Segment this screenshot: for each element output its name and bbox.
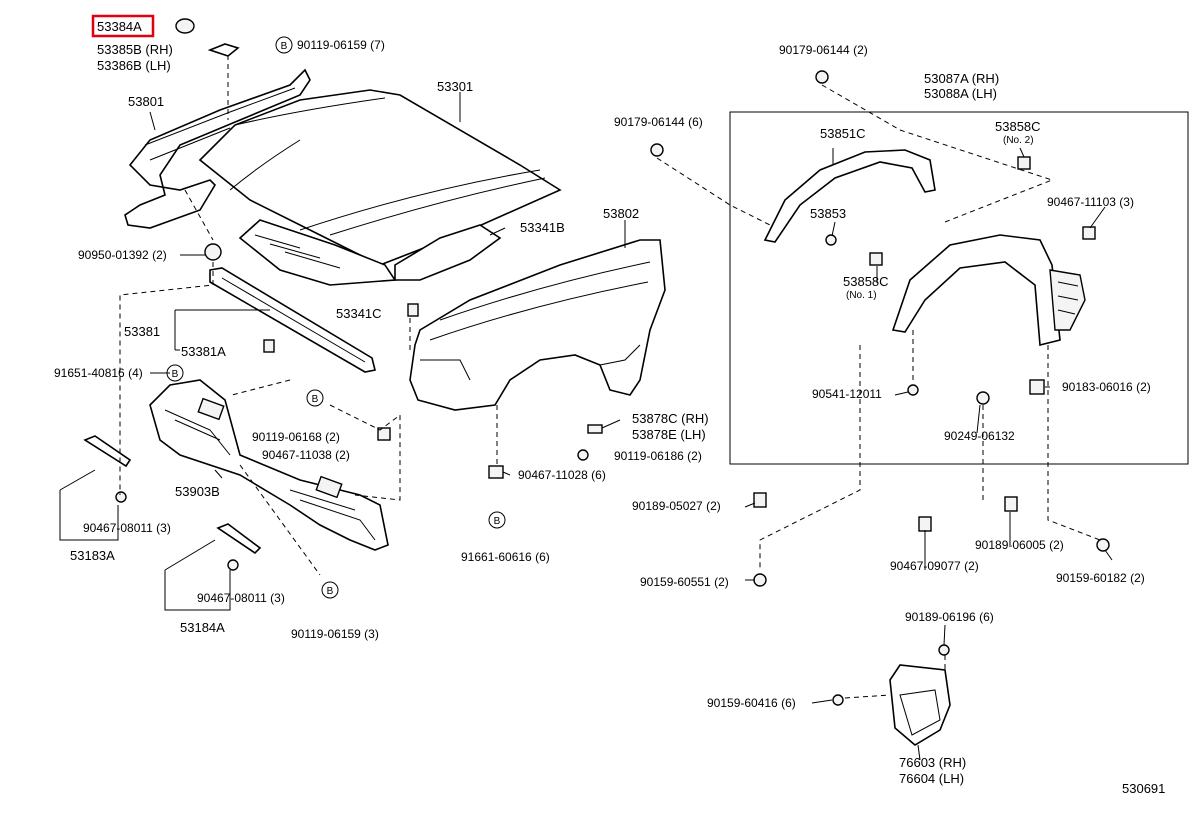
hood-seal-53801	[124, 68, 311, 229]
label-90159-60416: 90159-60416 (6)	[707, 696, 796, 710]
label-53802: 53802	[603, 206, 639, 221]
b-marker: B	[488, 511, 506, 529]
label-53858C-no2: 53858C	[995, 119, 1041, 134]
fender-53802	[409, 239, 666, 411]
b-marker: B	[166, 364, 184, 382]
bolt-markers: B B B B B	[166, 36, 506, 599]
bracket-53184A	[216, 523, 262, 555]
b-marker: B	[306, 389, 324, 407]
label-53801: 53801	[128, 94, 164, 109]
label-53087A: 53087A (RH)	[924, 71, 999, 86]
label-90541-12011: 90541-12011	[812, 387, 882, 401]
label-90467-09077: 90467-09077 (2)	[890, 559, 979, 573]
clip-53384A	[175, 18, 240, 57]
bracket-53183A	[83, 435, 132, 468]
label-90189-05027: 90189-05027 (2)	[632, 499, 721, 513]
label-53878E: 53878E (LH)	[632, 427, 706, 442]
label-53381: 53381	[124, 324, 160, 339]
b-marker: B	[321, 581, 339, 599]
label-90119-06168: 90119-06168 (2)	[252, 430, 340, 444]
label-90249-06132: 90249-06132	[944, 429, 1015, 443]
label-53853: 53853	[810, 206, 846, 221]
label-53184A: 53184A	[180, 620, 225, 635]
label-53381A: 53381A	[181, 344, 226, 359]
label-53183A: 53183A	[70, 548, 115, 563]
label-90119-06186: 90119-06186 (2)	[614, 449, 702, 463]
diagram-id: 530691	[1122, 781, 1165, 796]
part-labels: 53384A 53385B (RH) 53386B (LH) 90119-061…	[54, 14, 1165, 796]
label-53341B: 53341B	[520, 220, 565, 235]
label-53341C: 53341C	[336, 306, 382, 321]
label-53903B: 53903B	[175, 484, 220, 499]
label-53385B: 53385B (RH)	[97, 42, 173, 57]
mud-guard-76603	[889, 664, 951, 746]
label-90950-01392: 90950-01392 (2)	[78, 248, 167, 262]
label-91651-40816: 91651-40816 (4)	[54, 366, 143, 380]
svg-text:B: B	[327, 586, 334, 597]
highlight-box	[91, 14, 155, 38]
support-53381	[209, 267, 376, 373]
fasteners	[115, 70, 1110, 706]
label-53858C-no1: 53858C	[843, 274, 889, 289]
b-marker: B	[275, 36, 293, 54]
label-53858C-no1-note: (No. 1)	[846, 290, 877, 301]
label-53088A: 53088A (LH)	[924, 86, 997, 101]
label-53878C: 53878C (RH)	[632, 411, 709, 426]
svg-text:B: B	[494, 516, 501, 527]
leader-lines	[59, 55, 1113, 761]
label-90189-06196: 90189-06196 (6)	[905, 610, 994, 624]
label-53858C-no2-note: (No. 2)	[1003, 135, 1034, 146]
label-53851C: 53851C	[820, 126, 866, 141]
label-90467-11038: 90467-11038 (2)	[262, 448, 350, 462]
label-90467-08011-a: 90467-08011 (3)	[83, 521, 171, 535]
label-90189-06005: 90189-06005 (2)	[975, 538, 1064, 552]
label-90119-06159-3: 90119-06159 (3)	[291, 627, 379, 641]
label-90179-06144-2: 90179-06144 (2)	[779, 43, 868, 57]
svg-text:B: B	[172, 369, 179, 380]
grille-53903B	[149, 379, 389, 551]
label-90159-60551: 90159-60551 (2)	[640, 575, 729, 589]
label-90183-06016: 90183-06016 (2)	[1062, 380, 1151, 394]
fender-flare-box	[729, 111, 1189, 465]
label-53301: 53301	[437, 79, 473, 94]
label-90467-08011-b: 90467-08011 (3)	[197, 591, 285, 605]
label-53386B: 53386B (LH)	[97, 58, 171, 73]
label-90159-60182: 90159-60182 (2)	[1056, 571, 1145, 585]
svg-text:B: B	[281, 41, 288, 52]
label-90119-06159-7: 90119-06159 (7)	[297, 38, 385, 52]
hood-53301	[198, 89, 562, 286]
label-53384A: 53384A	[97, 19, 142, 34]
label-90467-11028: 90467-11028 (6)	[518, 468, 606, 482]
label-90179-06144-6: 90179-06144 (6)	[614, 115, 703, 129]
svg-text:B: B	[312, 394, 319, 405]
label-76603: 76603 (RH)	[899, 755, 966, 770]
label-90467-11103: 90467-11103 (3)	[1047, 195, 1134, 209]
label-76604: 76604 (LH)	[899, 771, 964, 786]
label-91661-60616: 91661-60616 (6)	[461, 550, 550, 564]
